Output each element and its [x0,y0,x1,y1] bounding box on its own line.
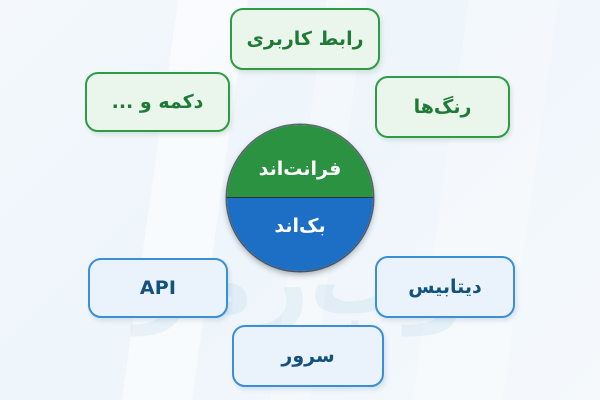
backend-label: بک‌اند [274,214,326,237]
frontend-label: فرانت‌اند [258,158,342,180]
background-streak [406,0,564,400]
node-server[interactable]: سرور [232,325,384,387]
node-api[interactable]: API [88,258,228,318]
node-buttons-etc[interactable]: دکمه و ... [85,72,230,132]
node-database[interactable]: دیتابیس [375,256,515,318]
node-server-label: سرور [281,345,335,367]
circle-half-frontend[interactable]: فرانت‌اند [227,125,373,198]
node-user-interface[interactable]: رابط کاربری [230,8,380,70]
stack-circle: فرانت‌اند بک‌اند [227,125,373,271]
node-database-label: دیتابیس [408,276,482,298]
node-buttons-etc-label: دکمه و ... [111,91,204,113]
circle-half-backend[interactable]: بک‌اند [227,198,373,271]
node-api-label: API [139,277,177,299]
node-colors[interactable]: رنگ‌ها [375,76,510,138]
node-colors-label: رنگ‌ها [413,96,472,118]
node-user-interface-label: رابط کاربری [246,28,364,50]
